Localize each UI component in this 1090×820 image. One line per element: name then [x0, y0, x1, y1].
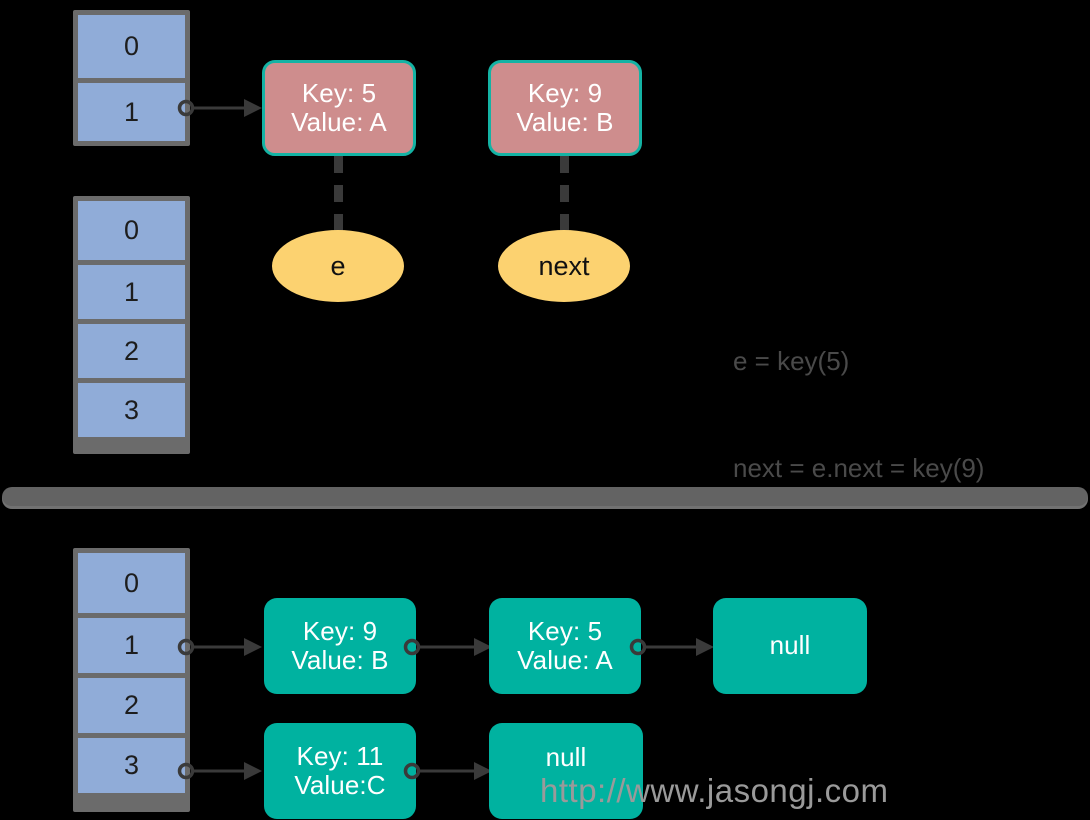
- bucket-cell-index-2[interactable]: 2: [78, 319, 185, 378]
- bucket-cell-index-2[interactable]: 2: [78, 673, 185, 733]
- entry-node-value-label: Value: A: [517, 645, 613, 675]
- variable-ellipse-next[interactable]: next: [498, 230, 630, 302]
- entry-node-value-label: Value: B: [291, 645, 389, 675]
- entry-node-key-label: Key: 9: [527, 77, 603, 108]
- bucket-table-top-b: 0 1 2 3: [73, 196, 190, 454]
- entry-node-key9[interactable]: Key: 9 Value: B: [488, 60, 642, 156]
- bucket-cell-index-3[interactable]: 3: [78, 733, 185, 793]
- entry-node-key9-bottom[interactable]: Key: 9 Value: B: [264, 598, 416, 694]
- dashed-link-e: [334, 156, 343, 244]
- variable-label: next: [538, 250, 590, 281]
- connector-bucket1-to-key5: [177, 92, 268, 124]
- entry-node-key-label: Key: 5: [301, 77, 377, 108]
- entry-node-null-bucket1[interactable]: null: [713, 598, 867, 694]
- entry-node-null-bucket3[interactable]: null: [489, 723, 643, 819]
- connector-key5-to-null: [629, 631, 720, 663]
- variable-ellipse-e[interactable]: e: [272, 230, 404, 302]
- entry-node-key5[interactable]: Key: 5 Value: A: [262, 60, 416, 156]
- connector-key11-to-null: [403, 755, 499, 787]
- bucket-table-bottom: 0 1 2 3: [73, 548, 190, 812]
- annotation-line-2: next = e.next = key(9): [733, 453, 985, 484]
- entry-node-value-label: Value:C: [294, 770, 386, 800]
- bucket-cell-index-0[interactable]: 0: [78, 15, 185, 78]
- bucket-cell-index-1[interactable]: 1: [78, 613, 185, 673]
- bucket-cell-index-0[interactable]: 0: [78, 553, 185, 613]
- entry-node-value-label: Value: B: [516, 107, 614, 137]
- bucket-cell-index-1[interactable]: 1: [78, 78, 185, 141]
- annotation-line-1: e = key(5): [733, 345, 850, 376]
- bucket-cell-index-0[interactable]: 0: [78, 201, 185, 260]
- entry-node-key11[interactable]: Key: 11 Value:C: [264, 723, 416, 819]
- entry-node-key-label: Key: 9: [302, 615, 378, 646]
- entry-node-key-label: Key: 5: [527, 615, 603, 646]
- connector-bucket1-to-key9: [177, 631, 268, 663]
- section-divider: [2, 487, 1088, 509]
- dashed-link-next: [560, 156, 569, 244]
- entry-node-key5-bottom[interactable]: Key: 5 Value: A: [489, 598, 641, 694]
- variable-label: e: [330, 250, 346, 281]
- bucket-cell-index-3[interactable]: 3: [78, 378, 185, 437]
- entry-node-value-label: Value: A: [291, 107, 387, 137]
- connector-bucket3-to-key11: [177, 755, 268, 787]
- bucket-cell-index-1[interactable]: 1: [78, 260, 185, 319]
- watermark-url: http://www.jasongj.com: [540, 772, 889, 809]
- entry-node-key-label: null: [769, 630, 811, 661]
- entry-node-key-label: Key: 11: [296, 740, 384, 771]
- connector-key9-to-key5: [403, 631, 499, 663]
- entry-node-key-label: null: [545, 742, 587, 773]
- bucket-table-top-a: 0 1: [73, 10, 190, 146]
- annotation-block: e = key(5) next = e.next = key(9): [733, 272, 984, 559]
